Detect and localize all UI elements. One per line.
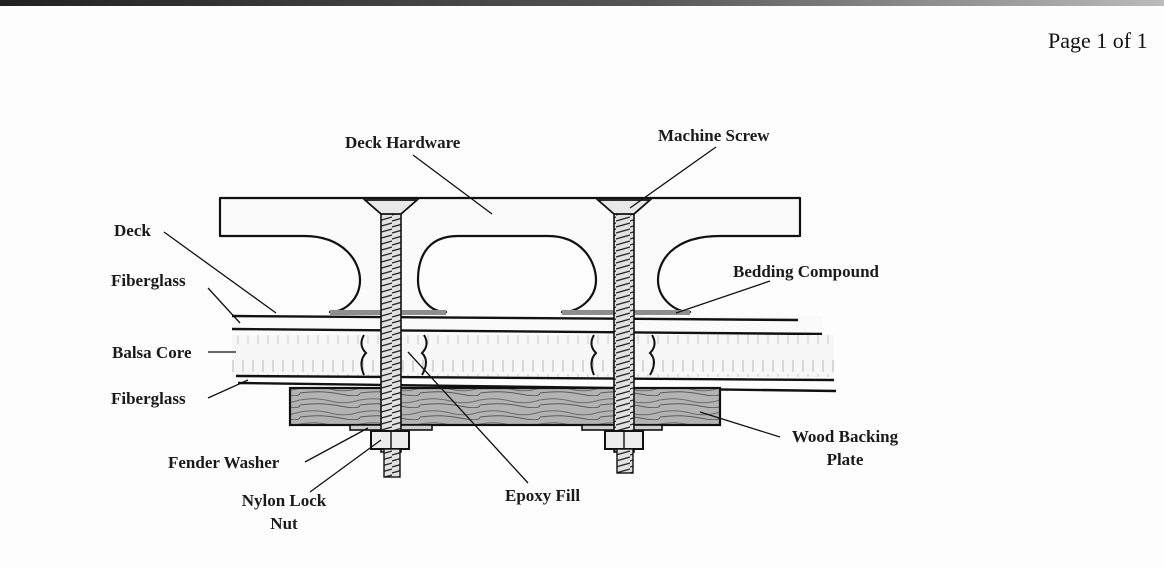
label-fender-washer: Fender Washer [168,453,280,472]
label-nylon-lock-nut-line1: Nylon Lock [241,491,327,510]
label-fiberglass-top: Fiberglass [111,271,186,290]
epoxy-fill-right-outline [590,334,598,376]
leader-fiberglass-top [207,287,241,324]
leader-nylon-lock-nut [309,439,382,493]
page-number: Page 1 of 1 [1048,28,1148,53]
leader-deck-hardware [412,154,493,215]
label-wood-backing-plate: Wood Backing Plate [778,425,912,471]
machine-screw-left-shaft [380,211,402,453]
nylon-lock-nut-left [370,430,410,450]
balsa-core-bottom-line [235,374,835,382]
label-bedding-compound: Bedding Compound [733,262,879,281]
scan-edge-bar [0,0,1164,6]
leader-wood-backing-plate [699,411,781,438]
label-wood-backing-plate-line1: Wood Backing [791,427,899,446]
label-nylon-lock-nut: Nylon Lock Nut [226,489,342,535]
machine-screw-left-head [362,199,420,215]
leader-deck [163,231,277,314]
leader-bedding-compound [675,280,771,314]
machine-screw-right-tail [616,448,634,474]
label-nylon-lock-nut-line2: Nut [270,514,298,533]
leader-fender-washer [304,427,369,463]
machine-screw-left-tail [383,448,401,478]
label-wood-backing-plate-line2: Plate [826,450,864,469]
label-deck-hardware: Deck Hardware [345,133,461,152]
fiberglass-top-line [231,327,823,336]
epoxy-fill-left-outline-inner [420,334,428,376]
machine-screw-right-shaft [613,211,635,453]
wood-backing-plate [288,386,722,427]
epoxy-fill-left-outline [360,334,368,376]
balsa-core-layer [232,335,834,377]
label-machine-screw: Machine Screw [658,126,770,145]
leader-epoxy-fill [407,351,529,484]
label-deck: Deck [114,221,151,240]
label-fiberglass-bottom: Fiberglass [111,389,186,408]
deck-hardware-body [218,196,802,314]
deck-surface-line [231,314,799,322]
label-epoxy-fill: Epoxy Fill [505,486,581,505]
epoxy-fill-right-outline-inner [648,334,656,376]
leader-machine-screw [629,146,717,209]
leader-fiberglass-bottom [207,379,249,399]
label-balsa-core: Balsa Core [112,343,192,362]
